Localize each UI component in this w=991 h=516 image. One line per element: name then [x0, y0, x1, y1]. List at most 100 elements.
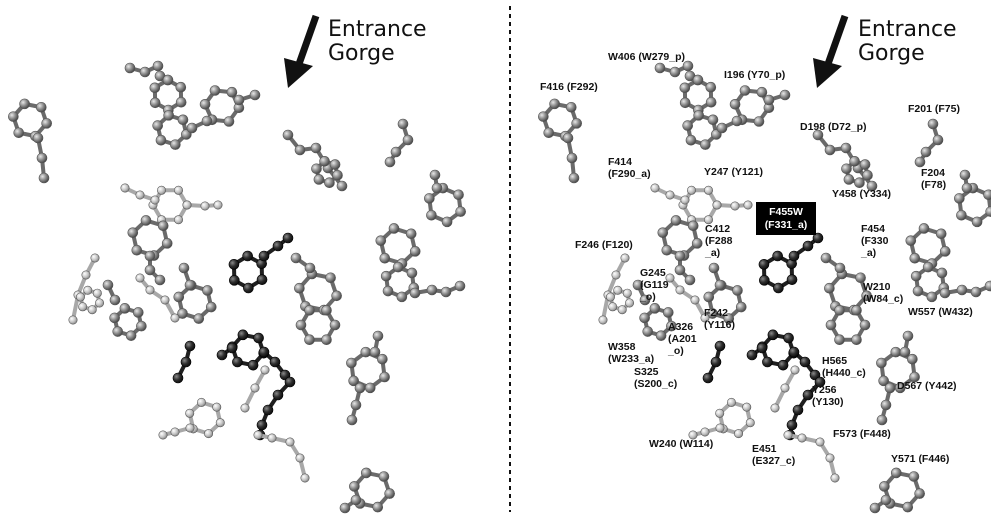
residue-label: G245(G119_o): [639, 267, 669, 303]
atom: [739, 85, 751, 96]
atom: [777, 359, 789, 371]
atom: [759, 275, 770, 286]
atom: [690, 295, 700, 305]
atom: [707, 114, 719, 126]
left-panel: Entrance Gorge: [8, 14, 466, 514]
right-entrance-label-line1: Entrance: [858, 17, 957, 42]
residue-9: [703, 262, 747, 324]
atom: [890, 467, 902, 479]
atom: [786, 419, 798, 431]
atom: [758, 259, 770, 270]
atom: [714, 340, 726, 352]
atom: [840, 142, 852, 154]
atom: [662, 307, 674, 318]
atom: [125, 330, 137, 341]
atom: [970, 286, 982, 298]
atom: [936, 267, 948, 279]
residue-label: C412(F288_a): [704, 223, 733, 259]
atom: [253, 332, 264, 344]
left-molecule-model: [8, 60, 466, 514]
atom: [679, 97, 691, 109]
residue-label: W210(W84_c): [863, 281, 903, 305]
residue-12: [135, 273, 180, 323]
atom: [905, 235, 917, 246]
atom: [175, 96, 187, 108]
atom: [256, 274, 268, 285]
atom: [158, 430, 168, 440]
atom: [756, 86, 768, 98]
residue-6: [424, 169, 466, 228]
atom: [304, 304, 315, 316]
residue-13: [228, 232, 294, 294]
atom: [154, 274, 166, 286]
residue-13: [758, 232, 824, 294]
atom: [313, 174, 325, 185]
atom: [855, 272, 866, 284]
residue-8: [127, 215, 173, 286]
atom: [216, 349, 228, 361]
atom: [608, 302, 618, 312]
atom: [780, 383, 790, 393]
atom: [786, 274, 798, 285]
atom: [172, 372, 184, 384]
residue-14: [290, 252, 342, 346]
atom: [956, 209, 967, 221]
atom: [429, 169, 441, 181]
residue-label: W406 (W279_p): [608, 51, 685, 63]
atom: [144, 250, 156, 262]
atom: [562, 132, 574, 144]
atom: [144, 264, 156, 276]
atom: [714, 279, 726, 291]
atom: [177, 114, 189, 126]
atom: [746, 349, 758, 361]
residue-16: [346, 330, 390, 426]
residue-10: [598, 253, 635, 325]
atom: [674, 250, 686, 262]
atom: [379, 252, 391, 264]
atom: [145, 285, 155, 295]
atom: [625, 298, 635, 308]
residue-label: H565(H440_c): [822, 355, 866, 379]
atom: [779, 89, 791, 101]
atom: [783, 332, 794, 344]
atom: [92, 288, 102, 298]
atom: [702, 372, 714, 384]
atom: [543, 127, 555, 139]
atom: [243, 282, 254, 294]
atom: [731, 115, 743, 127]
atom: [824, 144, 836, 156]
atom: [841, 163, 852, 175]
atom: [613, 285, 623, 295]
atom: [237, 329, 249, 341]
atom: [319, 155, 330, 167]
atom: [223, 116, 235, 127]
atom: [149, 82, 161, 94]
residue-label: Y256(Y130): [812, 384, 844, 408]
atom: [409, 246, 421, 257]
atom: [304, 334, 315, 346]
right-panel: Entrance Gorge W406 (W279_p)I196 (Y70_p)…: [538, 14, 991, 514]
atom: [380, 270, 392, 282]
atom: [734, 429, 744, 439]
atom: [939, 287, 951, 299]
atom: [282, 129, 294, 141]
atom: [830, 473, 840, 483]
atom: [726, 397, 736, 407]
atom: [707, 308, 718, 319]
atom: [691, 238, 703, 249]
atom: [384, 488, 395, 499]
atom: [136, 320, 147, 332]
atom: [866, 180, 878, 192]
atom: [880, 399, 892, 411]
atom: [700, 427, 710, 437]
atom: [742, 402, 752, 412]
residue-21: [240, 365, 270, 413]
atom: [321, 334, 332, 346]
atom: [693, 110, 704, 121]
residue-label: Y458 (Y334): [832, 188, 891, 200]
atom: [954, 193, 965, 204]
atom: [825, 319, 837, 331]
atom: [961, 182, 973, 194]
atom: [173, 291, 185, 303]
atom: [424, 193, 435, 204]
